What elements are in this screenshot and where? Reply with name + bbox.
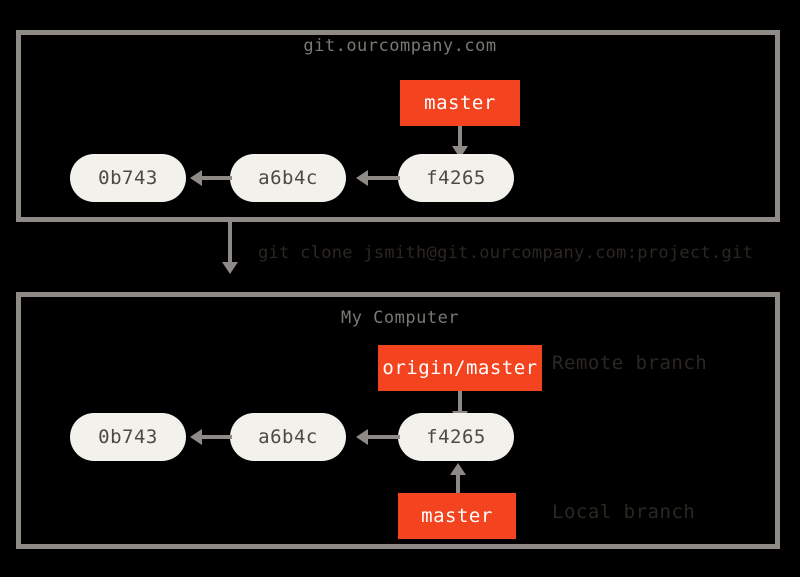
local-parent-link-line xyxy=(364,435,400,439)
local-commit-node: a6b4c xyxy=(230,413,346,461)
server-frame-title: git.ourcompany.com xyxy=(297,36,503,56)
server-branch-pointer-line xyxy=(458,126,462,152)
local-branch-pointer-line xyxy=(456,470,460,494)
local-frame xyxy=(16,292,780,549)
local-commit-node: 0b743 xyxy=(70,413,186,461)
local-branch-pointer-arrowhead xyxy=(450,463,466,475)
local-frame-title: My Computer xyxy=(334,308,466,328)
local-branch-annotation: Local branch xyxy=(552,501,696,523)
server-commit-node: a6b4c xyxy=(230,154,346,202)
local-parent-link-arrowhead xyxy=(356,429,368,445)
server-parent-link-line xyxy=(198,176,232,180)
server-commit-node: f4265 xyxy=(398,154,514,202)
server-parent-link-line xyxy=(364,176,400,180)
local-parent-link-arrowhead xyxy=(190,429,202,445)
local-branch-origin-master: origin/master xyxy=(378,345,542,391)
clone-connector-line xyxy=(228,222,232,270)
server-frame xyxy=(16,30,780,222)
server-parent-link-arrowhead xyxy=(356,170,368,186)
server-parent-link-arrowhead xyxy=(190,170,202,186)
clone-connector-arrowhead xyxy=(222,262,238,274)
local-branch-master: master xyxy=(398,493,516,539)
server-branch-master: master xyxy=(400,80,520,126)
local-commit-node: f4265 xyxy=(398,413,514,461)
remote-branch-pointer-line xyxy=(458,391,462,417)
server-commit-node: 0b743 xyxy=(70,154,186,202)
remote-branch-annotation: Remote branch xyxy=(552,352,708,374)
clone-command-caption: git clone jsmith@git.ourcompany.com:proj… xyxy=(258,243,754,263)
local-parent-link-line xyxy=(198,435,232,439)
